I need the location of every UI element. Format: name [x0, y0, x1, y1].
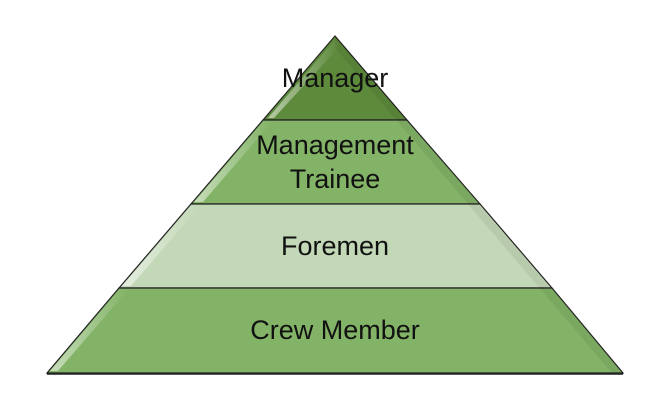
- tier-crew-member-shape: [45, 287, 625, 374]
- tier-management-trainee-label-line2: Trainee: [289, 164, 381, 194]
- tier-management-trainee-highlight: [194, 122, 272, 202]
- tier-crew-member-highlight: [50, 290, 128, 371]
- tier-foremen-label: Foremen: [280, 231, 390, 261]
- tier-foremen-highlight: [122, 206, 200, 286]
- tier-management-trainee-label-line1: Management: [256, 130, 414, 160]
- tier-management-trainee-label: Management Trainee: [0, 128, 670, 196]
- pyramid-right-shade: [335, 36, 623, 373]
- tier-manager-highlight: [268, 40, 340, 118]
- tier-manager-label: Manager: [281, 63, 389, 93]
- tier-crew-member-label: Crew Member: [250, 315, 420, 345]
